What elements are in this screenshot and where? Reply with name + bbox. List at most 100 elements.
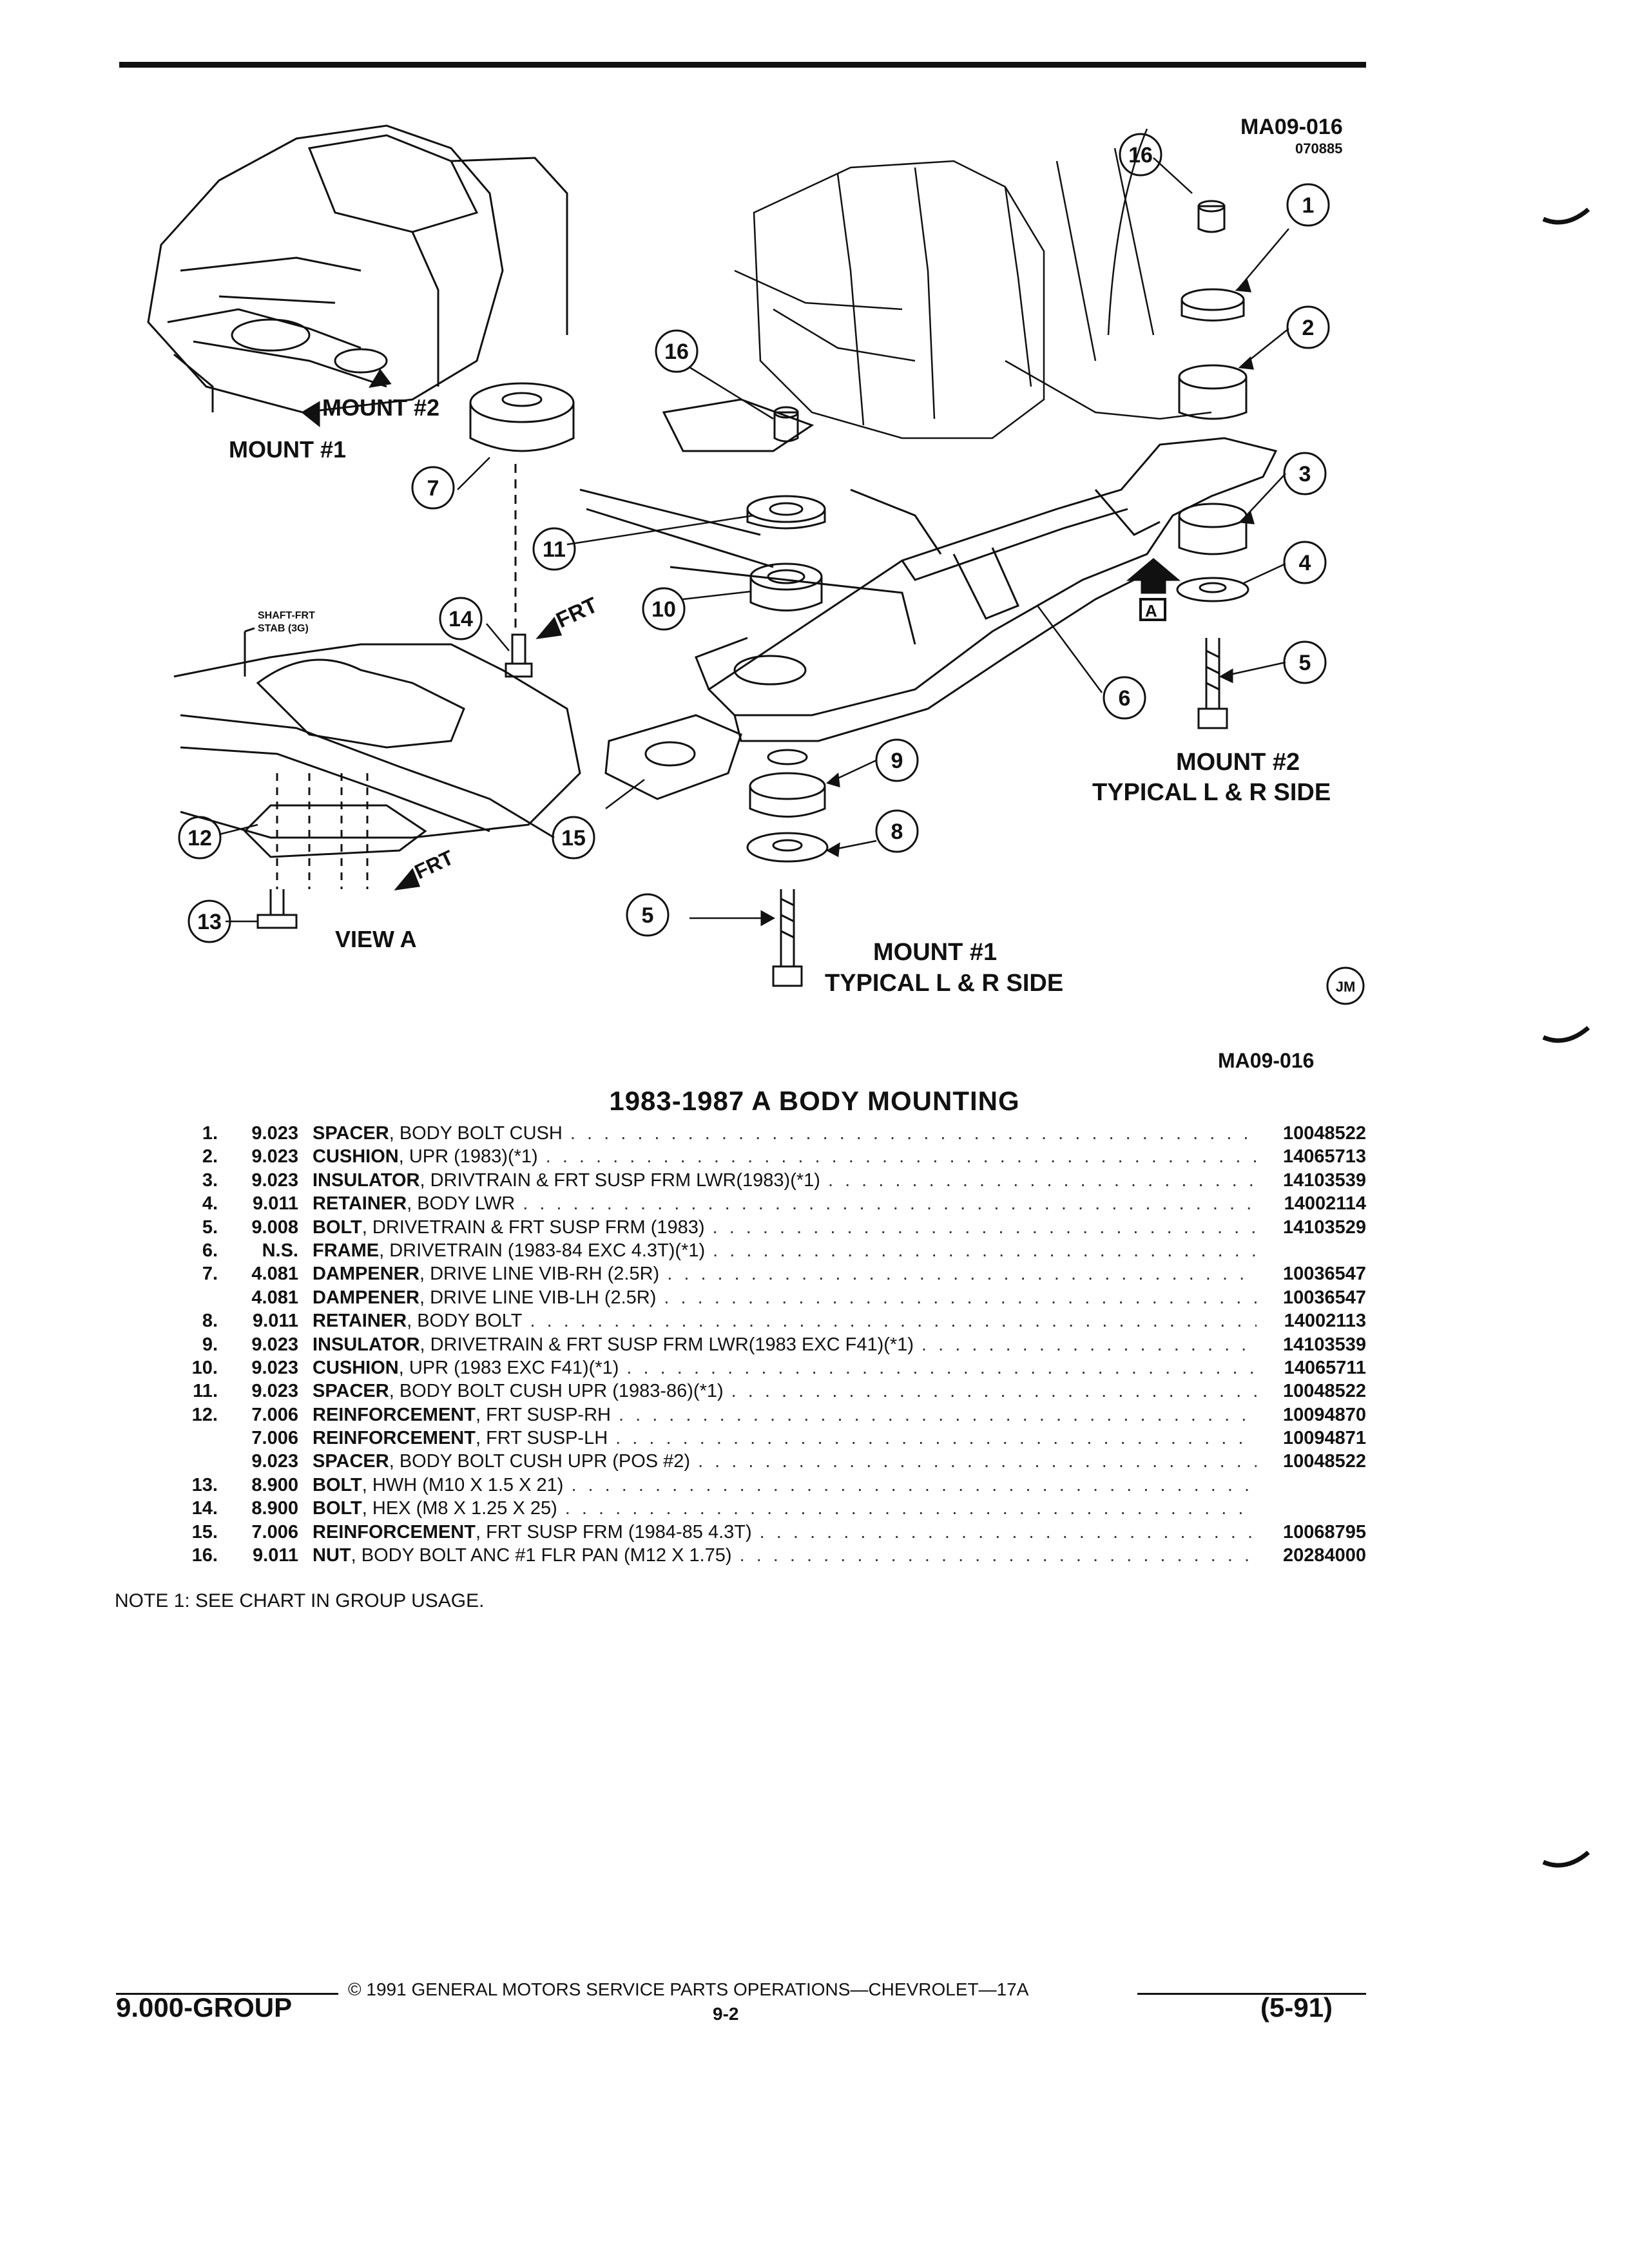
item-number: 16. (191, 1545, 218, 1566)
mount1-stack (746, 406, 829, 987)
mount2-subtitle: TYPICAL L & R SIDE (1092, 779, 1331, 806)
callout-circle-12 (178, 816, 222, 860)
part-detail: , DRIVE LINE VIB-RH (2.5R) (419, 1264, 660, 1285)
parts-row: 7.006 REINFORCEMENT , FRT SUSP-LH . . . … (155, 1428, 1366, 1451)
part-name: REINFORCEMENT (313, 1404, 476, 1425)
leader-dots: . . . . . . . . . . . . . . . . . . . . … (667, 1264, 1257, 1285)
part-description: INSULATOR , DRIVTRAIN & FRT SUSP FRM LWR… (298, 1170, 1257, 1191)
group-number: 9.008 (251, 1216, 298, 1238)
part-description: RETAINER , BODY LWR . . . . . . . . . . … (298, 1193, 1257, 1215)
group-number: N.S. (262, 1240, 298, 1261)
part-name: CUSHION (313, 1357, 399, 1378)
parts-row: 3. 9.023 INSULATOR , DRIVTRAIN & FRT SUS… (155, 1170, 1366, 1193)
part-number: 14103539 (1282, 1334, 1366, 1355)
group-number: 7.006 (251, 1521, 298, 1542)
part-description: RETAINER , BODY BOLT . . . . . . . . . .… (298, 1311, 1257, 1332)
leader-dots: . . . . . . . . . . . . . . . . . . . . … (664, 1287, 1257, 1308)
part-description: SPACER , BODY BOLT CUSH UPR (1983-86)(*1… (298, 1381, 1257, 1402)
parts-list: 1. 9.023 SPACER , BODY BOLT CUSH . . . .… (155, 1123, 1366, 1568)
leader-dots: . . . . . . . . . . . . . . . . . . . . … (618, 1404, 1257, 1425)
group-number: 9.023 (251, 1451, 298, 1472)
group-number: 9.023 (251, 1357, 298, 1378)
leader-dots: . . . . . . . . . . . . . . . . . . . . … (698, 1451, 1257, 1472)
part-description: BOLT , HEX (M8 X 1.25 X 25) . . . . . . … (298, 1498, 1257, 1519)
callout-circle-9 (875, 738, 919, 782)
part-detail: , UPR (1983 EXC F41)(*1) (398, 1357, 619, 1378)
jm-logo-text: JM (1336, 979, 1356, 995)
callout-12: 12 (188, 826, 212, 850)
part-name: BOLT (313, 1498, 362, 1519)
callout-circle-14 (439, 597, 483, 640)
parts-row: 9. 9.023 INSULATOR , DRIVETRAIN & FRT SU… (155, 1334, 1366, 1358)
dampener-7 (469, 382, 575, 452)
parts-row: 11. 9.023 SPACER , BODY BOLT CUSH UPR (1… (155, 1381, 1366, 1404)
binder-mark-3 (1542, 1850, 1590, 1868)
callout-2: 2 (1302, 316, 1315, 340)
parts-row: 6. N.S. FRAME , DRIVETRAIN (1983-84 EXC … (155, 1240, 1366, 1264)
part-detail: , HWH (M10 X 1.5 X 21) (361, 1474, 564, 1495)
part-name: FRAME (313, 1240, 380, 1261)
part-number: 14065713 (1282, 1146, 1366, 1168)
part-detail: , HEX (M8 X 1.25 X 25) (361, 1498, 557, 1519)
part-name: INSULATOR (313, 1169, 420, 1191)
callout-circle-3 (1283, 452, 1327, 495)
callout-14: 14 (448, 607, 473, 631)
item-number: 9. (202, 1334, 218, 1355)
group-number: 9.011 (253, 1193, 298, 1215)
part-description: REINFORCEMENT , FRT SUSP-LH . . . . . . … (298, 1428, 1257, 1449)
part-detail: , FRT SUSP FRM (1984-85 4.3T) (475, 1521, 752, 1542)
group-number: 9.011 (253, 1311, 298, 1332)
callout-7: 7 (427, 476, 439, 501)
part-description: NUT , BODY BOLT ANC #1 FLR PAN (M12 X 1.… (298, 1545, 1257, 1566)
bolt-14 (505, 464, 533, 678)
shaft-note-line2: STAB (3G) (258, 623, 309, 634)
leader-dots: . . . . . . . . . . . . . . . . . . . . … (564, 1498, 1257, 1519)
item-number: 7. (202, 1264, 218, 1285)
part-detail: , DRIVE LINE VIB-LH (2.5R) (419, 1287, 657, 1308)
callout-circle-6 (1103, 676, 1146, 720)
callout-circle-7 (411, 466, 455, 510)
leader-dots: . . . . . . . . . . . . . . . . . . . . … (827, 1169, 1257, 1191)
part-name: CUSHION (313, 1146, 399, 1168)
item-number: 12. (191, 1404, 218, 1425)
frt-label-main: FRT (552, 593, 601, 633)
leader-dots: . . . . . . . . . . . . . . . . . . . . … (530, 1311, 1257, 1332)
callout-circle-13 (188, 899, 231, 943)
view-a-label: VIEW A (335, 926, 417, 952)
callout-circle-8 (875, 809, 919, 853)
part-description: FRAME , DRIVETRAIN (1983-84 EXC 4.3T)(*1… (298, 1240, 1257, 1262)
part-description: DAMPENER , DRIVE LINE VIB-RH (2.5R) . . … (298, 1264, 1257, 1285)
anchor-plate-16 (662, 398, 815, 452)
leader-arrowheads (760, 279, 1255, 927)
mount1-inset-label: MOUNT #1 (229, 436, 346, 463)
part-description: REINFORCEMENT , FRT SUSP FRM (1984-85 4.… (298, 1522, 1257, 1543)
frt-label-view-a: FRT (411, 845, 458, 883)
car-body-inset (147, 124, 568, 414)
leader-dots: . . . . . . . . . . . . . . . . . . . . … (759, 1521, 1257, 1542)
part-name: RETAINER (313, 1193, 407, 1215)
leader-dots: . . . . . . . . . . . . . . . . . . . . … (921, 1334, 1257, 1355)
leader-dots: . . . . . . . . . . . . . . . . . . . . … (571, 1474, 1257, 1495)
callout-circle-11 (532, 527, 576, 571)
callout-circle-15 (552, 816, 595, 860)
parts-row: 7. 4.081 DAMPENER , DRIVE LINE VIB-RH (2… (155, 1264, 1366, 1287)
group-number: 4.081 (251, 1264, 298, 1285)
part-detail: , BODY BOLT CUSH UPR (POS #2) (389, 1451, 691, 1472)
frt-arrow-view-a (394, 868, 421, 891)
part-description: CUSHION , UPR (1983 EXC F41)(*1) . . . .… (298, 1358, 1257, 1379)
item-number: 10. (191, 1357, 218, 1378)
parts-row: 1. 9.023 SPACER , BODY BOLT CUSH . . . .… (155, 1123, 1366, 1146)
group-number: 9.023 (251, 1146, 298, 1168)
part-number: 14103529 (1282, 1216, 1366, 1238)
part-number: 10048522 (1282, 1123, 1366, 1144)
view-a-direction-arrow (1126, 558, 1181, 594)
group-number: 9.023 (251, 1381, 298, 1402)
leader-dots: . . . . . . . . . . . . . . . . . . . . … (739, 1545, 1257, 1566)
part-number: 10036547 (1282, 1287, 1366, 1308)
callout-circle-16-mid (655, 329, 699, 373)
item-number: 4. (202, 1193, 218, 1215)
leader-dots: . . . . . . . . . . . . . . . . . . . . … (713, 1240, 1257, 1261)
callout-5-right: 5 (1299, 651, 1311, 675)
item-number: 6. (202, 1240, 218, 1261)
part-description: BOLT , DRIVETRAIN & FRT SUSP FRM (1983) … (298, 1217, 1257, 1238)
